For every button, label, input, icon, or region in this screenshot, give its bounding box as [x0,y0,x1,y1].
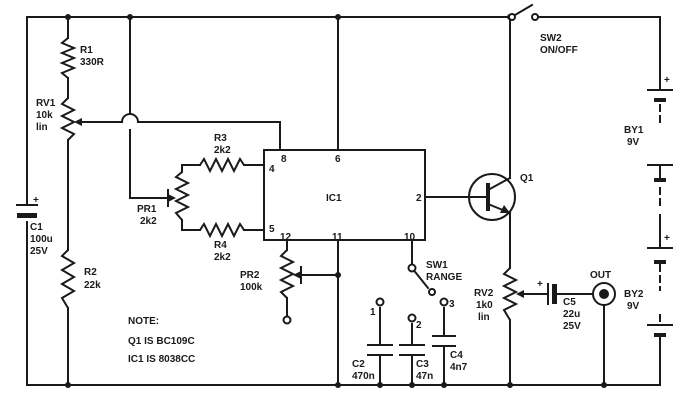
c3-value: 47n [416,371,433,382]
note-block: NOTE: Q1 IS BC109C IC1 IS 8038CC [128,316,195,365]
capacitor-c4: C4 4n7 [432,335,468,373]
ic1-pin4: 4 [269,164,275,175]
switch-sw2: SW2 ON/OFF [508,3,578,56]
sw1-pos3: 3 [449,299,455,310]
resistor-r2: R2 22k [60,249,101,309]
c2-value: 470n [352,371,375,382]
ic1-pin10: 10 [404,232,416,243]
c4-ref: C4 [450,350,463,361]
sw1-pos2: 2 [416,320,422,331]
r1-value: 330R [80,57,105,68]
c1-plus: + [33,195,39,206]
junction-dots [65,14,607,388]
c5-value: 22u [563,309,580,320]
ic1-pin6: 6 [335,154,341,165]
by2-voltage: 9V [627,301,640,312]
r2-value: 22k [84,280,101,291]
ic1-pin5: 5 [269,224,275,235]
sw1-ref: SW1 [426,260,448,271]
c5-voltage: 25V [563,321,581,332]
out-label: OUT [590,270,611,281]
note-line2: IC1 IS 8038CC [128,354,195,365]
wiring [26,16,661,386]
resistor-r1: R1 330R [59,37,105,79]
c5-ref: C5 [563,297,576,308]
ic1-pin12: 12 [280,232,292,243]
ic1-pin8: 8 [281,154,287,165]
rv1-law: lin [36,122,48,133]
capacitor-c5: + C5 22u 25V [537,279,581,332]
note-line1: Q1 IS BC109C [128,336,195,347]
r3-ref: R3 [214,133,227,144]
r4-value: 2k2 [214,252,231,263]
r1-ref: R1 [80,45,93,56]
sw2-function: ON/OFF [540,45,578,56]
potentiometer-rv1: RV1 10k lin [36,97,82,141]
potentiometer-rv2: RV2 1k0 lin [474,267,524,323]
by2-plus: + [664,233,670,244]
c3-ref: C3 [416,359,429,370]
pr1-value: 2k2 [140,216,157,227]
c1-ref: C1 [30,222,43,233]
ic1-chip: IC1 8 6 4 5 2 12 11 10 [263,149,426,243]
rv1-ref: RV1 [36,98,56,109]
r4-ref: R4 [214,240,227,251]
rv2-ref: RV2 [474,288,494,299]
rv2-law: lin [478,312,490,323]
pr2-value: 100k [240,282,263,293]
ic1-pin11: 11 [332,232,343,243]
capacitor-c1: + C1 100u 25V [16,195,53,257]
note-title: NOTE: [128,316,159,327]
by2-ref: BY2 [624,289,644,300]
ic1-ref: IC1 [326,193,342,204]
battery-by1: + BY1 9V [624,75,673,182]
sw2-ref: SW2 [540,33,562,44]
by1-ref: BY1 [624,125,644,136]
c1-value: 100u [30,234,53,245]
transistor-q1: Q1 [468,173,534,221]
c1-voltage: 25V [30,246,48,257]
sw1-function: RANGE [426,272,462,283]
capacitor-c3: C3 47n [399,344,433,382]
r3-value: 2k2 [214,145,231,156]
capacitor-c2: C2 470n [352,344,393,382]
rv2-value: 1k0 [476,300,493,311]
output-socket: OUT [590,270,616,306]
by1-voltage: 9V [627,137,640,148]
pr1-ref: PR1 [137,204,157,215]
resistor-r4: R4 2k2 [199,221,245,263]
q1-ref: Q1 [520,173,534,184]
switch-sw1: SW1 RANGE 1 2 3 [370,260,462,331]
battery-by2: + BY2 9V [624,233,673,337]
preset-pr1: PR1 2k2 [137,171,191,227]
c5-plus: + [537,279,543,290]
by1-plus: + [664,75,670,86]
c4-value: 4n7 [450,362,468,373]
sw1-pos1: 1 [370,307,376,318]
c2-ref: C2 [352,359,365,370]
r2-ref: R2 [84,267,97,278]
resistor-r3: R3 2k2 [199,133,245,174]
pr2-ref: PR2 [240,270,260,281]
preset-pr2: PR2 100k [240,249,302,325]
rv1-value: 10k [36,110,53,121]
ic1-pin2: 2 [416,193,422,204]
